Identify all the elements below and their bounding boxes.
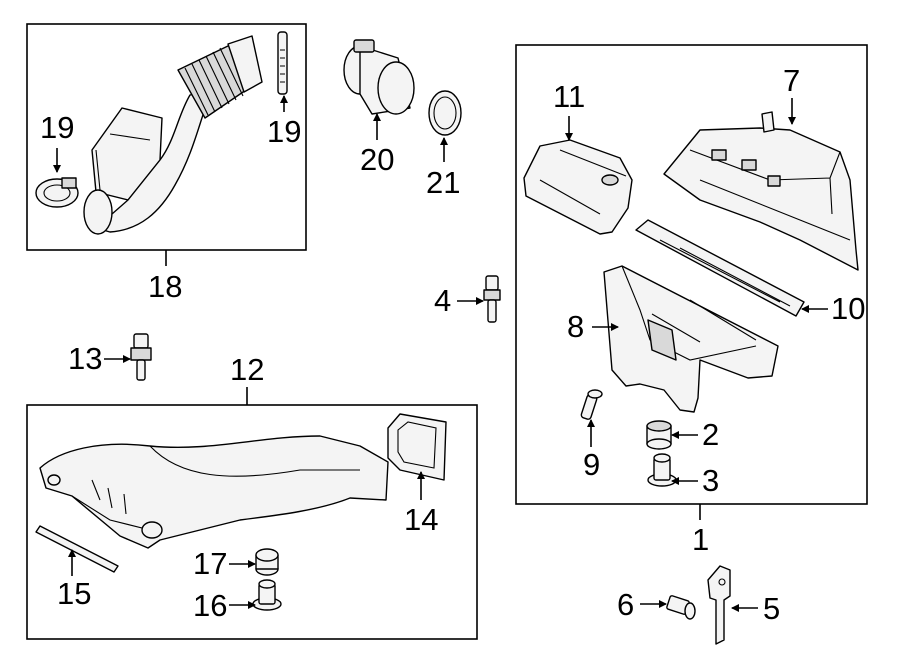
callout-9: 9	[583, 447, 600, 482]
callout-1: 1	[692, 522, 709, 557]
callout-14: 14	[404, 502, 438, 537]
hose-clamp-left[interactable]	[35, 177, 79, 208]
callout-7: 7	[783, 63, 800, 98]
callout-16: 16	[193, 588, 227, 623]
grommet-bolt-4[interactable]	[483, 275, 501, 323]
air-cleaner-upper-cover[interactable]	[663, 111, 859, 271]
duct-seal-gasket[interactable]	[387, 413, 447, 481]
callout-2: 2	[702, 417, 719, 452]
callout-13: 13	[68, 341, 102, 376]
intake-duct[interactable]	[83, 35, 263, 235]
callout-3: 3	[702, 463, 719, 498]
callout-20: 20	[360, 142, 394, 177]
bushing-2[interactable]	[646, 420, 672, 450]
seal-strip[interactable]	[35, 525, 119, 573]
group-box-air-cleaner	[515, 44, 868, 505]
callout-4: 4	[434, 283, 451, 318]
group-box-air-guide	[26, 404, 478, 640]
collar-16[interactable]	[252, 579, 282, 611]
callout-19-right: 19	[267, 114, 301, 149]
callout-17: 17	[193, 546, 227, 581]
callout-18: 18	[148, 269, 182, 304]
air-guide-duct[interactable]	[39, 435, 389, 549]
hose-clamp-right[interactable]	[277, 31, 288, 95]
grommet-bolt-13[interactable]	[130, 333, 152, 381]
callout-15: 15	[57, 576, 91, 611]
callout-12: 12	[230, 352, 264, 387]
bushing-17[interactable]	[255, 548, 279, 576]
mass-air-flow-sensor[interactable]	[343, 39, 415, 115]
callout-21: 21	[426, 165, 460, 200]
collar-3[interactable]	[647, 453, 677, 487]
callout-5: 5	[763, 591, 780, 626]
callout-8: 8	[567, 309, 584, 344]
maf-seal-ring[interactable]	[428, 90, 462, 136]
resonator-cover[interactable]	[523, 139, 633, 235]
air-cleaner-lower-body[interactable]	[603, 265, 779, 413]
callout-11: 11	[553, 79, 585, 114]
callout-19-left: 19	[40, 110, 74, 145]
air-filter-element[interactable]	[635, 219, 805, 317]
mounting-bracket[interactable]	[707, 565, 731, 645]
callout-10: 10	[831, 291, 865, 326]
callout-6: 6	[617, 587, 634, 622]
bolt-9[interactable]	[580, 389, 603, 420]
bolt-6[interactable]	[666, 595, 696, 620]
